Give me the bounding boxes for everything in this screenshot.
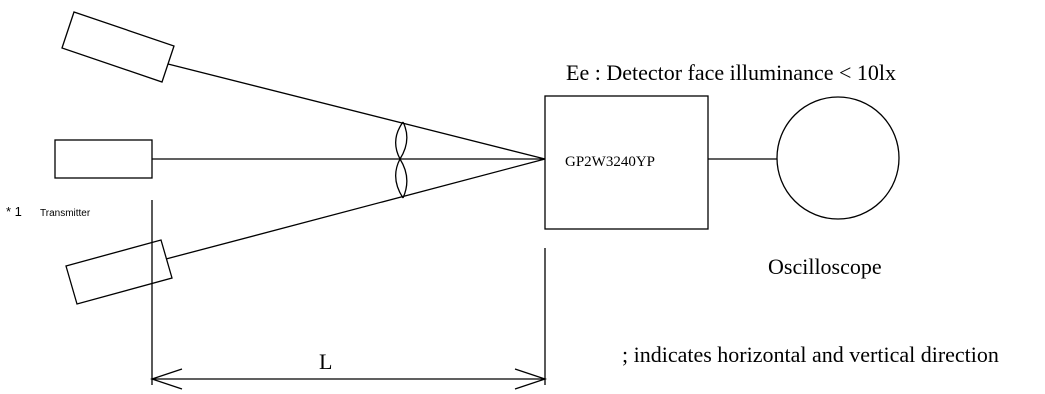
oscilloscope-label: Oscilloscope — [768, 254, 882, 279]
transmitter-marker: * 1 — [6, 204, 22, 219]
illuminance-note: Ee : Detector face illuminance < 10lx — [566, 60, 896, 85]
transmitter-middle — [54, 139, 153, 179]
detector-box — [544, 95, 709, 230]
detector-model-label: GP2W3240YP — [565, 154, 655, 170]
transmitter-top — [61, 11, 175, 83]
direction-note: ; indicates horizontal and vertical dire… — [622, 342, 999, 367]
distance-label: L — [319, 349, 332, 374]
distance-dimension-line — [149, 368, 548, 390]
beam-line-top — [167, 63, 546, 160]
direction-angle-marker — [395, 121, 408, 199]
oscilloscope-circle — [776, 96, 900, 220]
beam-line-bottom — [165, 158, 546, 260]
transmitter-bottom — [65, 239, 173, 305]
transmitter-label: Transmitter — [40, 208, 91, 219]
